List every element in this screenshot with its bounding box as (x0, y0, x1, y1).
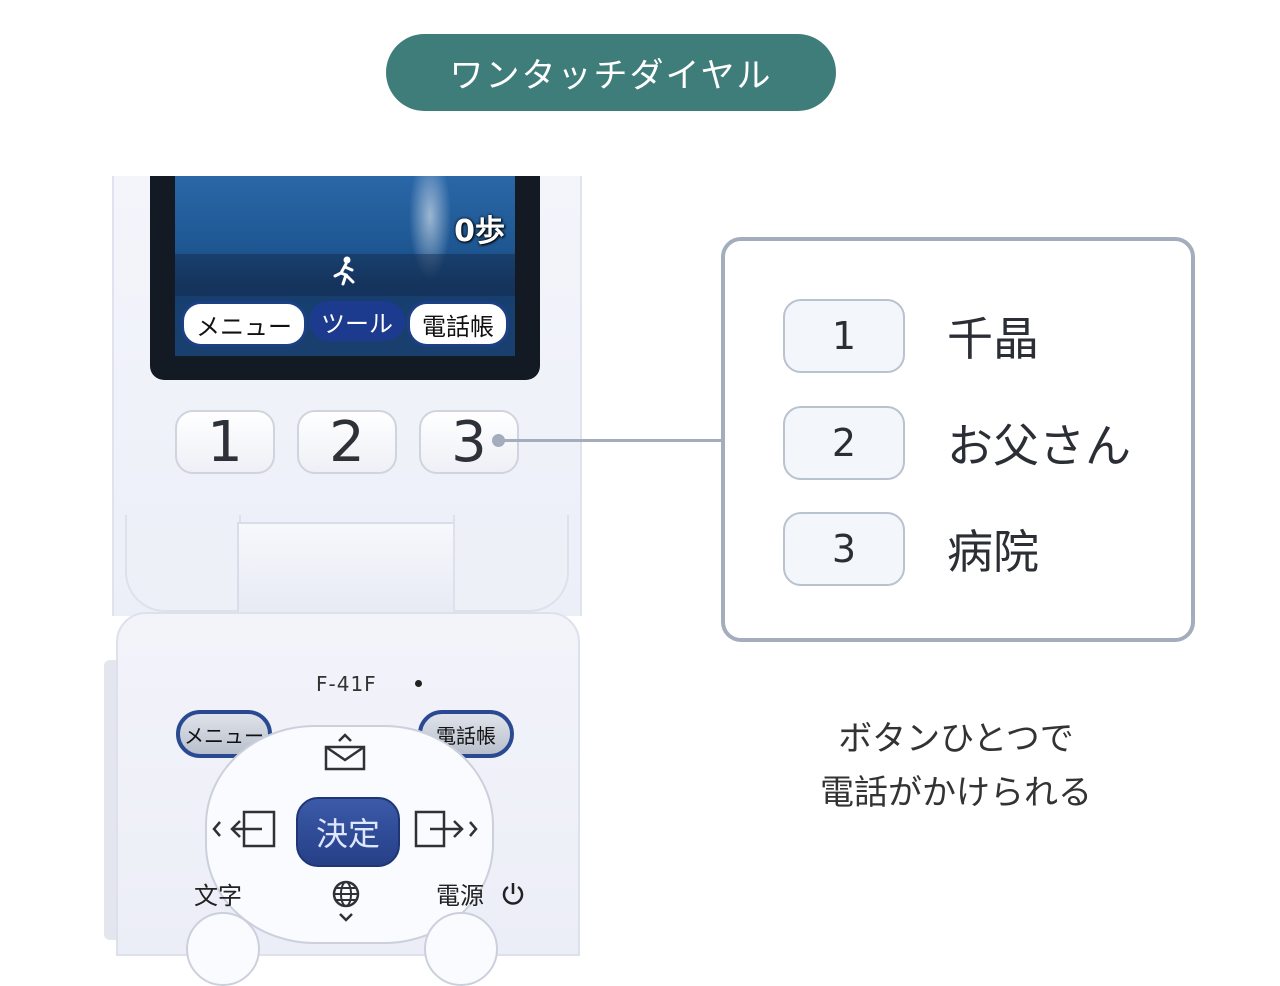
soft-key-menu[interactable]: メニュー (181, 301, 307, 347)
one-touch-key-2[interactable]: 2 (297, 410, 397, 475)
soft-key-bar: メニュー ツール 電話帳 (175, 301, 515, 347)
step-counter: 0歩 (454, 214, 505, 249)
connector-dot (492, 434, 505, 447)
forward-arrow-icon[interactable] (412, 806, 482, 860)
walking-person-icon (330, 256, 358, 293)
soft-key-phonebook[interactable]: 電話帳 (407, 301, 509, 347)
call-key[interactable] (186, 912, 260, 986)
list-item: 2 お父さん (783, 406, 1183, 480)
hinge-right (453, 515, 569, 612)
page-title: ワンタッチダイヤル (386, 34, 836, 111)
phone-screen: 0歩 メニュー ツール 電話帳 (175, 176, 515, 356)
hinge-center (237, 522, 457, 616)
mail-icon[interactable] (322, 733, 368, 781)
one-touch-keys: 1 2 3 (175, 410, 519, 475)
power-icon (500, 880, 526, 915)
dial-number: 2 (783, 406, 905, 480)
dial-number: 3 (783, 512, 905, 586)
one-touch-list: 1 千晶 2 お父さん 3 病院 (721, 237, 1195, 642)
end-key[interactable] (424, 912, 498, 986)
dial-number: 1 (783, 299, 905, 373)
confirm-button[interactable]: 決定 (296, 797, 400, 867)
connector-line (500, 439, 722, 442)
model-label: F-41F (316, 672, 377, 696)
contact-name: 千晶 (947, 312, 1039, 366)
hinge-left (125, 515, 241, 612)
side-buttons (104, 660, 116, 940)
label-moji: 文字 (194, 882, 242, 910)
back-arrow-icon[interactable] (210, 806, 278, 860)
contact-name: 病院 (947, 525, 1039, 579)
caption-line-1: ボタンひとつで (838, 719, 1074, 759)
list-item: 1 千晶 (783, 299, 1183, 373)
label-power: 電源 (436, 882, 484, 910)
one-touch-key-1[interactable]: 1 (175, 410, 275, 475)
caption-line-2: 電話がかけられる (820, 773, 1092, 813)
phone-illustration: 0歩 メニュー ツール 電話帳 1 2 3 F-41F メニュー 電話帳 決定 … (104, 176, 582, 986)
list-item: 3 病院 (783, 512, 1183, 586)
soft-key-tools[interactable]: ツール (309, 301, 405, 341)
caption: ボタンひとつで 電話がかけられる (770, 712, 1142, 820)
globe-icon[interactable] (328, 878, 364, 932)
contact-name: お父さん (947, 419, 1131, 473)
sensor-dot (415, 680, 422, 687)
